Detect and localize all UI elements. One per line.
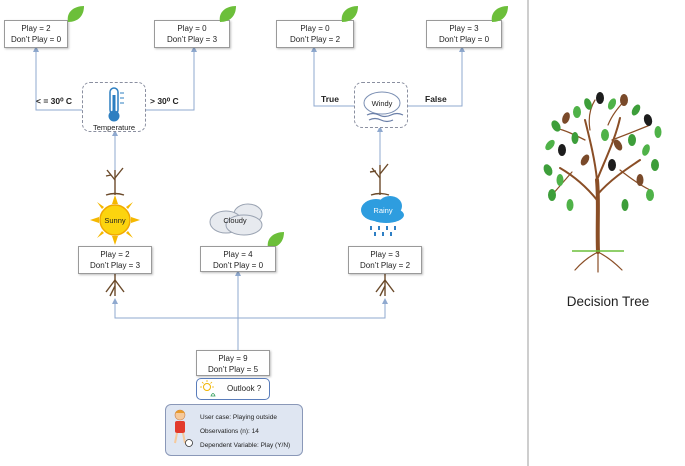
weather-outlook-icon [200, 380, 216, 397]
green-leaf-icon [219, 6, 236, 22]
windy-label: Windy [371, 99, 393, 108]
rainy-play: Play = 3 [370, 250, 400, 259]
root-dont: Don’t Play = 5 [207, 365, 259, 374]
connector-root-bar [114, 300, 386, 319]
green-leaf-icon [341, 6, 358, 22]
temperature-node: Temperature [82, 82, 146, 132]
info-dependent-variable: Dependent Variable: Play (Y/N) [200, 442, 291, 449]
rainy-label: Rainy [373, 206, 393, 215]
info-observations: Observations (n): 14 [200, 428, 259, 435]
info-use-case: User case: Playing outside [200, 414, 277, 421]
cloudy-label: Cloudy [223, 216, 247, 225]
leaf-1-play: Play = 2 [21, 24, 51, 33]
leaf-3-play: Play = 0 [300, 24, 330, 33]
temperature-label: Temperature [92, 123, 136, 132]
leaf-box-3: Play = 0 Don’t Play = 2 [276, 20, 354, 48]
leaf-4-play: Play = 3 [449, 24, 479, 33]
leaf-4-dont: Don’t Play = 0 [438, 35, 490, 44]
rainy-count-box: Play = 3 Don’t Play = 2 [348, 246, 422, 274]
leaf-box-4: Play = 3 Don’t Play = 0 [426, 20, 502, 48]
temp-left-condition: < = 30⁰ C [36, 96, 73, 106]
sunny-dont: Don’t Play = 3 [89, 261, 141, 270]
cloudy-dont: Don’t Play = 0 [212, 261, 264, 270]
rain-cloud-icon: Rainy [356, 194, 410, 238]
leaf-1-dont: Don’t Play = 0 [10, 35, 62, 44]
rain-shape [361, 196, 404, 236]
wind-cloud-icon [363, 91, 404, 123]
connector-windy-leaf3 [313, 48, 354, 107]
green-leaf-icon [67, 6, 84, 22]
outlook-label: Outlook ? [227, 384, 262, 393]
cloudy-count-box: Play = 4 Don’t Play = 0 [200, 246, 276, 272]
thermometer-icon [108, 87, 124, 122]
leaf-3-dont: Don’t Play = 2 [289, 35, 341, 44]
tree-leaves [543, 92, 662, 211]
windy-node: Windy [354, 82, 408, 128]
roots-icon [105, 272, 125, 297]
leaf-box-1: Play = 2 Don’t Play = 0 [4, 20, 68, 48]
cloud-shape [209, 203, 263, 236]
leaf-2-play: Play = 0 [177, 24, 207, 33]
root-play: Play = 9 [218, 354, 248, 363]
child-playing-icon [174, 409, 193, 447]
sun-shape [90, 195, 140, 245]
windy-left-condition: True [321, 94, 339, 104]
leaf-box-2: Play = 0 Don’t Play = 3 [154, 20, 230, 48]
leaf-2-dont: Don’t Play = 3 [166, 35, 218, 44]
windy-right-condition: False [425, 94, 447, 104]
sunny-label: Sunny [104, 216, 126, 225]
rainy-dont: Don’t Play = 2 [359, 261, 411, 270]
connector-temp-leaf2 [142, 48, 195, 111]
connector-windy-leaf4 [406, 48, 463, 107]
sunny-count-box: Play = 2 Don’t Play = 3 [78, 246, 152, 274]
roots-icon [375, 272, 395, 297]
decision-tree-title: Decision Tree [566, 294, 650, 309]
root-count-box: Play = 9 Don’t Play = 5 [196, 350, 270, 376]
bare-tree-icon [369, 163, 390, 196]
outlook-question-box: Outlook ? [196, 378, 270, 400]
cloud-icon: Cloudy [206, 198, 268, 238]
green-leaf-icon [491, 6, 508, 22]
bare-tree-icon [105, 167, 125, 196]
temp-right-condition: > 30⁰ C [150, 96, 179, 106]
cloudy-play: Play = 4 [223, 250, 253, 259]
sunny-play: Play = 2 [100, 250, 130, 259]
sun-icon: Sunny [90, 195, 140, 245]
green-leaf-icon [267, 232, 284, 248]
info-box: User case: Playing outside Observations … [165, 404, 303, 456]
connector-temp-leaf1 [35, 48, 88, 111]
